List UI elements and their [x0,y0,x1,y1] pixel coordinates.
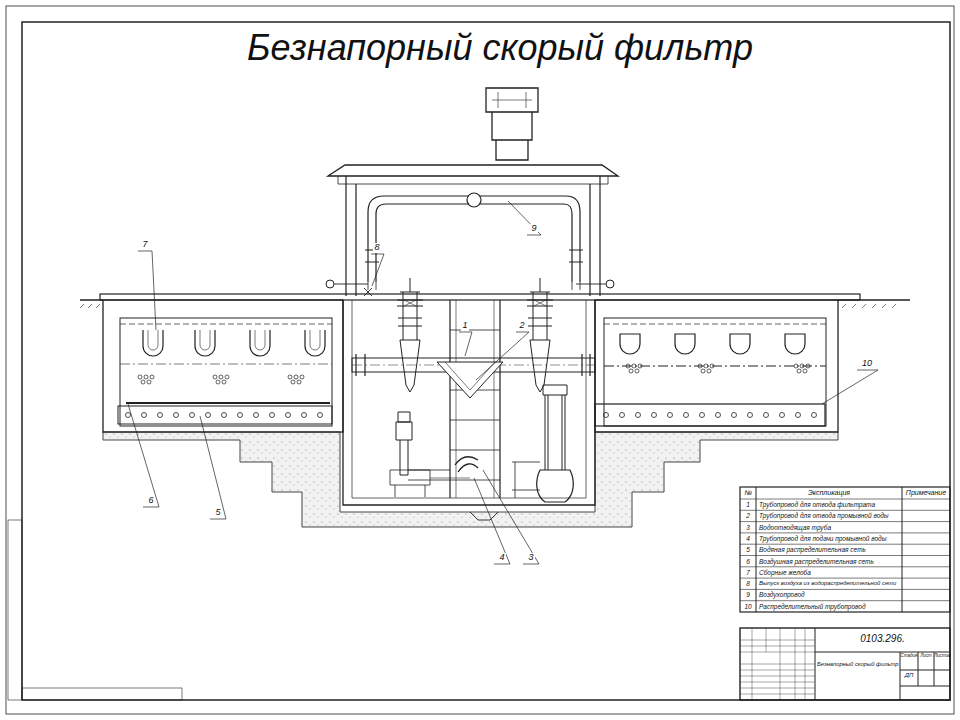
table-header: № [740,489,756,497]
callout-number: 7 [141,240,148,250]
table-cell: 7 [740,569,756,576]
table-header: Примечание [902,489,950,497]
table-cell: Трубопровод для отвода промывной воды [759,512,900,519]
callout-number: 9 [530,224,537,234]
table-cell: Водоотводящая труба [759,524,900,531]
callout-number: 1 [461,321,468,331]
table-cell: Трубопровод для подачи промывной воды [759,535,900,542]
table-cell: Воздушная распределительная сеть [759,558,900,565]
table-cell: Распределительный трубопровод [759,603,900,610]
callout-number: 10 [861,359,873,369]
title-block-text: Стадия [900,654,918,659]
table-cell: Водяная распределительная сеть [759,546,900,553]
callout-number: 6 [147,496,154,506]
table-cell: Трубопровод для отвода фильтрата [759,501,900,508]
table-cell: 2 [740,512,756,519]
table-cell: 5 [740,546,756,553]
table-cell: 3 [740,524,756,531]
title-block-text: Лист [918,654,934,659]
title-block-name: Безнапорный скорый фильтр [817,661,899,667]
callout-number: 2 [518,321,525,331]
table-cell: Воздухопровод [759,591,900,598]
title-block-text: Листов [934,654,950,659]
table-cell: Сборные желоба [759,569,900,576]
callout-number: 3 [527,553,534,563]
table-cell: 9 [740,591,756,598]
table-cell: 6 [740,558,756,565]
callout-number: 5 [214,508,221,518]
callout-number: 4 [498,553,505,563]
table-cell: 1 [740,501,756,508]
drawing-title: Безнапорный скорый фильтр [247,28,753,68]
title-block-text: ДП [900,672,918,679]
table-cell: 8 [740,580,756,587]
table-header: Экспликация [756,489,902,497]
document-code: 0103.296. [815,633,950,644]
callout-number: 8 [373,243,380,253]
table-cell: 10 [740,603,756,610]
table-cell: Выпуск воздуха из водораспределительной … [759,580,900,586]
table-cell: 4 [740,535,756,542]
